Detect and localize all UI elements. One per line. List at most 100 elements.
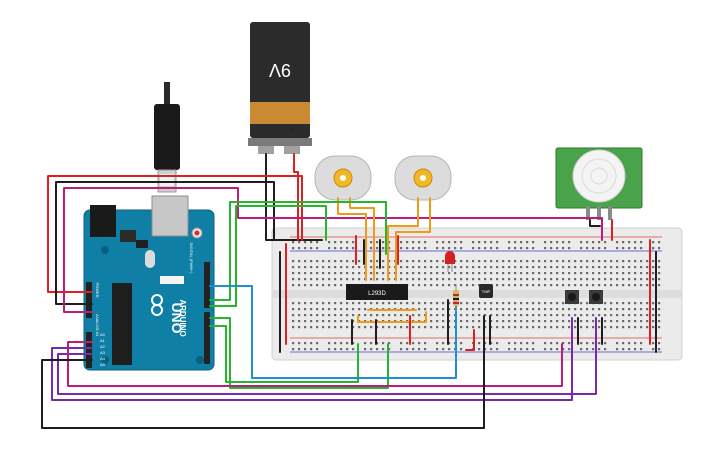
- breadboard-hole[interactable]: [478, 260, 481, 263]
- breadboard-hole[interactable]: [586, 260, 589, 263]
- breadboard-hole[interactable]: [328, 308, 331, 311]
- breadboard-hole[interactable]: [334, 241, 337, 244]
- breadboard-hole[interactable]: [340, 342, 343, 345]
- breadboard-hole[interactable]: [604, 320, 607, 323]
- breadboard-hole[interactable]: [538, 320, 541, 323]
- breadboard-hole[interactable]: [382, 247, 385, 250]
- breadboard-hole[interactable]: [430, 308, 433, 311]
- breadboard-hole[interactable]: [292, 260, 295, 263]
- breadboard-hole[interactable]: [490, 314, 493, 317]
- breadboard-hole[interactable]: [550, 342, 553, 345]
- breadboard-hole[interactable]: [340, 320, 343, 323]
- breadboard-hole[interactable]: [502, 314, 505, 317]
- breadboard-hole[interactable]: [424, 302, 427, 305]
- wire-green-4[interactable]: [209, 325, 359, 383]
- breadboard-hole[interactable]: [556, 260, 559, 263]
- breadboard-hole[interactable]: [562, 241, 565, 244]
- breadboard-hole[interactable]: [436, 284, 439, 287]
- breadboard-hole[interactable]: [478, 302, 481, 305]
- breadboard-hole[interactable]: [490, 272, 493, 275]
- breadboard-hole[interactable]: [328, 272, 331, 275]
- breadboard-hole[interactable]: [424, 260, 427, 263]
- breadboard-hole[interactable]: [508, 326, 511, 329]
- breadboard-hole[interactable]: [334, 326, 337, 329]
- breadboard-hole[interactable]: [460, 326, 463, 329]
- breadboard-hole[interactable]: [304, 272, 307, 275]
- breadboard-hole[interactable]: [358, 314, 361, 317]
- breadboard-hole[interactable]: [292, 266, 295, 269]
- breadboard-hole[interactable]: [406, 314, 409, 317]
- breadboard-hole[interactable]: [304, 278, 307, 281]
- wire-sensor-blue[interactable]: [209, 285, 457, 379]
- breadboard-hole[interactable]: [478, 348, 481, 351]
- breadboard-hole[interactable]: [454, 241, 457, 244]
- breadboard-hole[interactable]: [424, 326, 427, 329]
- breadboard-hole[interactable]: [544, 247, 547, 250]
- breadboard-hole[interactable]: [622, 348, 625, 351]
- breadboard-hole[interactable]: [616, 314, 619, 317]
- breadboard-hole[interactable]: [352, 348, 355, 351]
- breadboard-hole[interactable]: [298, 272, 301, 275]
- breadboard-hole[interactable]: [412, 241, 415, 244]
- breadboard-hole[interactable]: [496, 266, 499, 269]
- breadboard-hole[interactable]: [628, 241, 631, 244]
- breadboard-hole[interactable]: [652, 348, 655, 351]
- breadboard-hole[interactable]: [370, 342, 373, 345]
- breadboard-hole[interactable]: [304, 348, 307, 351]
- breadboard-hole[interactable]: [346, 348, 349, 351]
- breadboard-hole[interactable]: [658, 260, 661, 263]
- breadboard-hole[interactable]: [574, 284, 577, 287]
- breadboard-hole[interactable]: [646, 278, 649, 281]
- breadboard-hole[interactable]: [580, 278, 583, 281]
- breadboard-hole[interactable]: [334, 272, 337, 275]
- breadboard-hole[interactable]: [634, 348, 637, 351]
- breadboard-hole[interactable]: [304, 326, 307, 329]
- breadboard-hole[interactable]: [598, 320, 601, 323]
- breadboard-hole[interactable]: [478, 278, 481, 281]
- breadboard-hole[interactable]: [544, 284, 547, 287]
- breadboard-hole[interactable]: [436, 260, 439, 263]
- breadboard-hole[interactable]: [334, 247, 337, 250]
- breadboard-hole[interactable]: [460, 302, 463, 305]
- breadboard-hole[interactable]: [556, 272, 559, 275]
- breadboard-hole[interactable]: [562, 326, 565, 329]
- breadboard-hole[interactable]: [538, 278, 541, 281]
- breadboard-hole[interactable]: [580, 266, 583, 269]
- breadboard-hole[interactable]: [418, 247, 421, 250]
- breadboard-hole[interactable]: [400, 342, 403, 345]
- breadboard-hole[interactable]: [328, 260, 331, 263]
- breadboard-hole[interactable]: [484, 247, 487, 250]
- breadboard-hole[interactable]: [550, 278, 553, 281]
- breadboard-hole[interactable]: [526, 302, 529, 305]
- breadboard-hole[interactable]: [406, 278, 409, 281]
- breadboard-hole[interactable]: [622, 302, 625, 305]
- breadboard-hole[interactable]: [316, 314, 319, 317]
- breadboard-hole[interactable]: [580, 308, 583, 311]
- breadboard-hole[interactable]: [592, 308, 595, 311]
- breadboard-hole[interactable]: [448, 241, 451, 244]
- wire-battery-positive[interactable]: [293, 153, 299, 241]
- breadboard-hole[interactable]: [646, 314, 649, 317]
- breadboard-hole[interactable]: [568, 272, 571, 275]
- breadboard-hole[interactable]: [532, 241, 535, 244]
- breadboard-hole[interactable]: [646, 320, 649, 323]
- analog-header[interactable]: [86, 332, 92, 368]
- breadboard-hole[interactable]: [352, 247, 355, 250]
- breadboard-hole[interactable]: [394, 302, 397, 305]
- breadboard-hole[interactable]: [604, 284, 607, 287]
- breadboard-hole[interactable]: [334, 284, 337, 287]
- breadboard-hole[interactable]: [550, 260, 553, 263]
- breadboard-hole[interactable]: [586, 272, 589, 275]
- breadboard-hole[interactable]: [382, 272, 385, 275]
- breadboard-hole[interactable]: [352, 320, 355, 323]
- breadboard-hole[interactable]: [382, 266, 385, 269]
- breadboard-hole[interactable]: [586, 284, 589, 287]
- breadboard-hole[interactable]: [640, 326, 643, 329]
- breadboard-hole[interactable]: [490, 348, 493, 351]
- breadboard-hole[interactable]: [382, 302, 385, 305]
- breadboard-hole[interactable]: [520, 266, 523, 269]
- breadboard-hole[interactable]: [376, 302, 379, 305]
- breadboard-hole[interactable]: [610, 326, 613, 329]
- pir-sensor[interactable]: [555, 147, 643, 220]
- breadboard-hole[interactable]: [316, 260, 319, 263]
